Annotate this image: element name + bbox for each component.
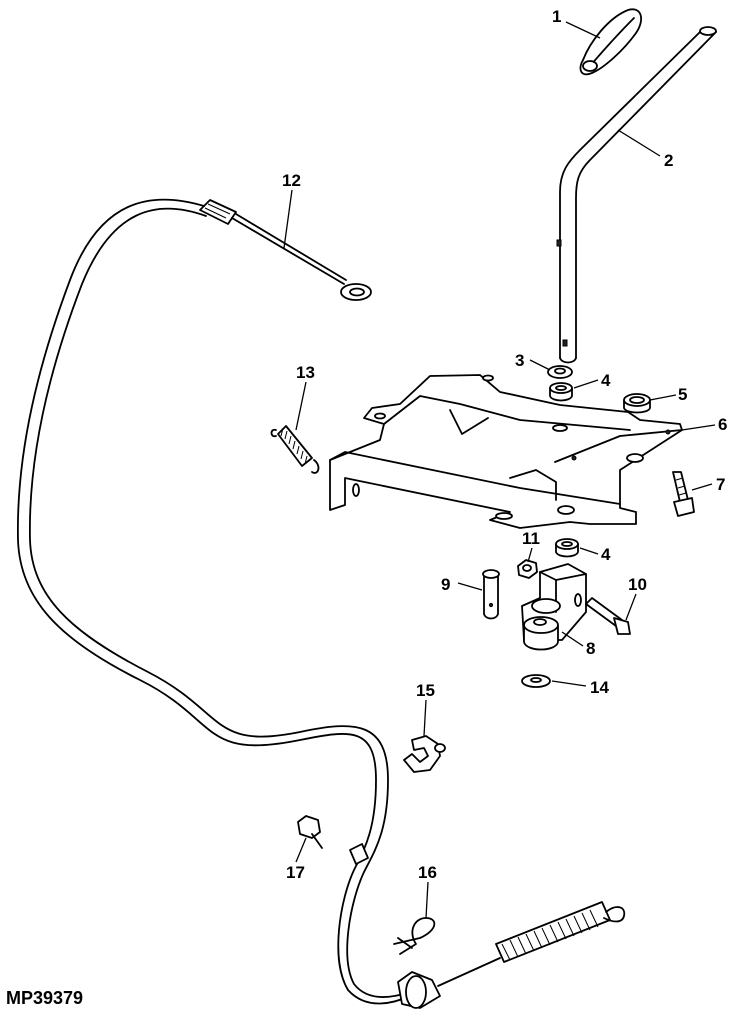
callout-17: 17 (286, 863, 305, 882)
part-1-handle-grip[interactable] (579, 8, 643, 76)
callout-6: 6 (718, 415, 727, 434)
callout-1: 1 (552, 7, 561, 26)
callout-5: 5 (678, 385, 687, 404)
part-10-bolt[interactable] (585, 597, 631, 635)
part-16-cable-spring[interactable] (495, 901, 626, 963)
part-3-washer[interactable] (547, 365, 573, 379)
callout-13: 13 (296, 363, 315, 382)
part-17-flange-screw[interactable] (297, 815, 323, 849)
part-11-lock-nut[interactable] (517, 559, 538, 579)
callout-11: 11 (522, 529, 540, 548)
callout-8: 8 (586, 639, 595, 658)
callout-16: 16 (418, 863, 437, 882)
part-15-cable-clamp[interactable] (403, 735, 446, 773)
callout-3: 3 (515, 351, 524, 370)
part-7-cap-screw[interactable] (672, 471, 695, 517)
part-13-extension-spring[interactable] (270, 425, 320, 474)
part-16-hair-pin-clip[interactable] (393, 917, 436, 955)
part-5-bushing-flanged[interactable] (623, 393, 651, 414)
part-4-bushing-lower[interactable] (555, 538, 579, 558)
callout-10: 10 (628, 575, 647, 594)
callout-14: 14 (590, 678, 609, 697)
callout-2: 2 (664, 151, 673, 170)
part-12-ground-cable[interactable] (199, 199, 372, 301)
callout-15: 15 (416, 681, 435, 700)
part-2-control-lever[interactable] (556, 26, 717, 364)
callout-labels: 1 2 3 4 5 6 7 4 8 9 10 11 12 13 14 15 16… (282, 7, 727, 882)
callout-4-lower: 4 (601, 545, 611, 564)
part-9-clevis-pin[interactable] (482, 569, 500, 620)
part-14-washer[interactable] (521, 674, 551, 688)
callout-7: 7 (716, 475, 725, 494)
leader-lines (283, 21, 716, 919)
callout-12: 12 (282, 171, 301, 190)
figure-id: MP39379 (6, 988, 83, 1008)
callout-9: 9 (441, 575, 450, 594)
part-4-bushing-upper[interactable] (549, 382, 573, 402)
callout-4-upper: 4 (601, 371, 611, 390)
part-8-pivot-block[interactable] (521, 563, 587, 651)
control-cable[interactable] (17, 198, 501, 1009)
